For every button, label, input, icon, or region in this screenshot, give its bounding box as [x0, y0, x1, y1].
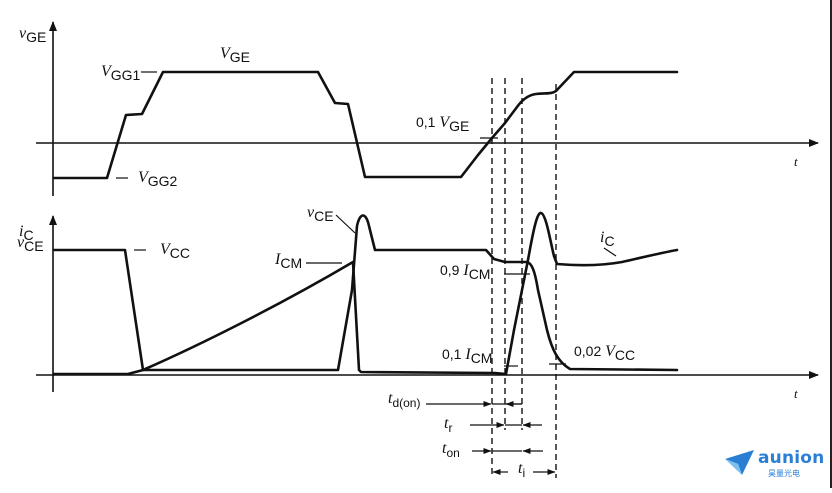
timing-reference-lines	[491, 78, 557, 478]
ic-leader-line	[603, 247, 617, 257]
vcc-label: VCC	[160, 241, 190, 261]
td-on-label: td(on)	[388, 390, 420, 410]
vge-y-label: vGE	[19, 25, 46, 45]
ic-y-label: iC	[19, 223, 34, 243]
ic-vce-plot: iC vCE VCC vCE ICM iC 0,9 ICM 0,1 ICM 0,…	[17, 204, 819, 401]
vge-waveform	[52, 70, 679, 180]
ic-waveform	[52, 211, 679, 376]
watermark-logo: aunion 昊量光电	[724, 448, 824, 478]
vcc-2pct-label: 0,02 VCC	[574, 343, 635, 363]
vce-waveform	[52, 214, 679, 372]
icvce-x-label: t	[794, 386, 798, 401]
brand-name-cn: 昊量光电	[768, 469, 800, 478]
paper-plane-icon	[725, 450, 754, 475]
vge-threshold-label: 0,1 VGE	[416, 114, 469, 134]
right-border-line	[830, 0, 832, 488]
vge-curve-label: VGE	[220, 45, 250, 65]
vgg1-label: VGG1	[101, 63, 141, 83]
vgg2-label: VGG2	[138, 169, 178, 189]
vge-x-label: t	[794, 154, 798, 169]
tr-label: tr	[444, 415, 452, 435]
ic-label: iC	[600, 229, 615, 249]
ton-label: ton	[442, 440, 460, 460]
icm-label: ICM	[274, 251, 302, 271]
vce-leader-line	[335, 214, 356, 234]
ti-label: ti	[518, 460, 525, 480]
icm-10pct-label: 0,1 ICM	[442, 346, 492, 366]
vce-y-label: vCE	[17, 234, 44, 254]
vce-label: vCE	[307, 204, 334, 224]
vge-plot: vGE VGE VGG1 VGG2 0,1 VGE t	[19, 21, 819, 196]
brand-name: aunion	[758, 448, 825, 468]
timing-annotations: td(on) tr ton ti	[388, 390, 556, 480]
icm-90pct-label: 0,9 ICM	[440, 262, 490, 282]
